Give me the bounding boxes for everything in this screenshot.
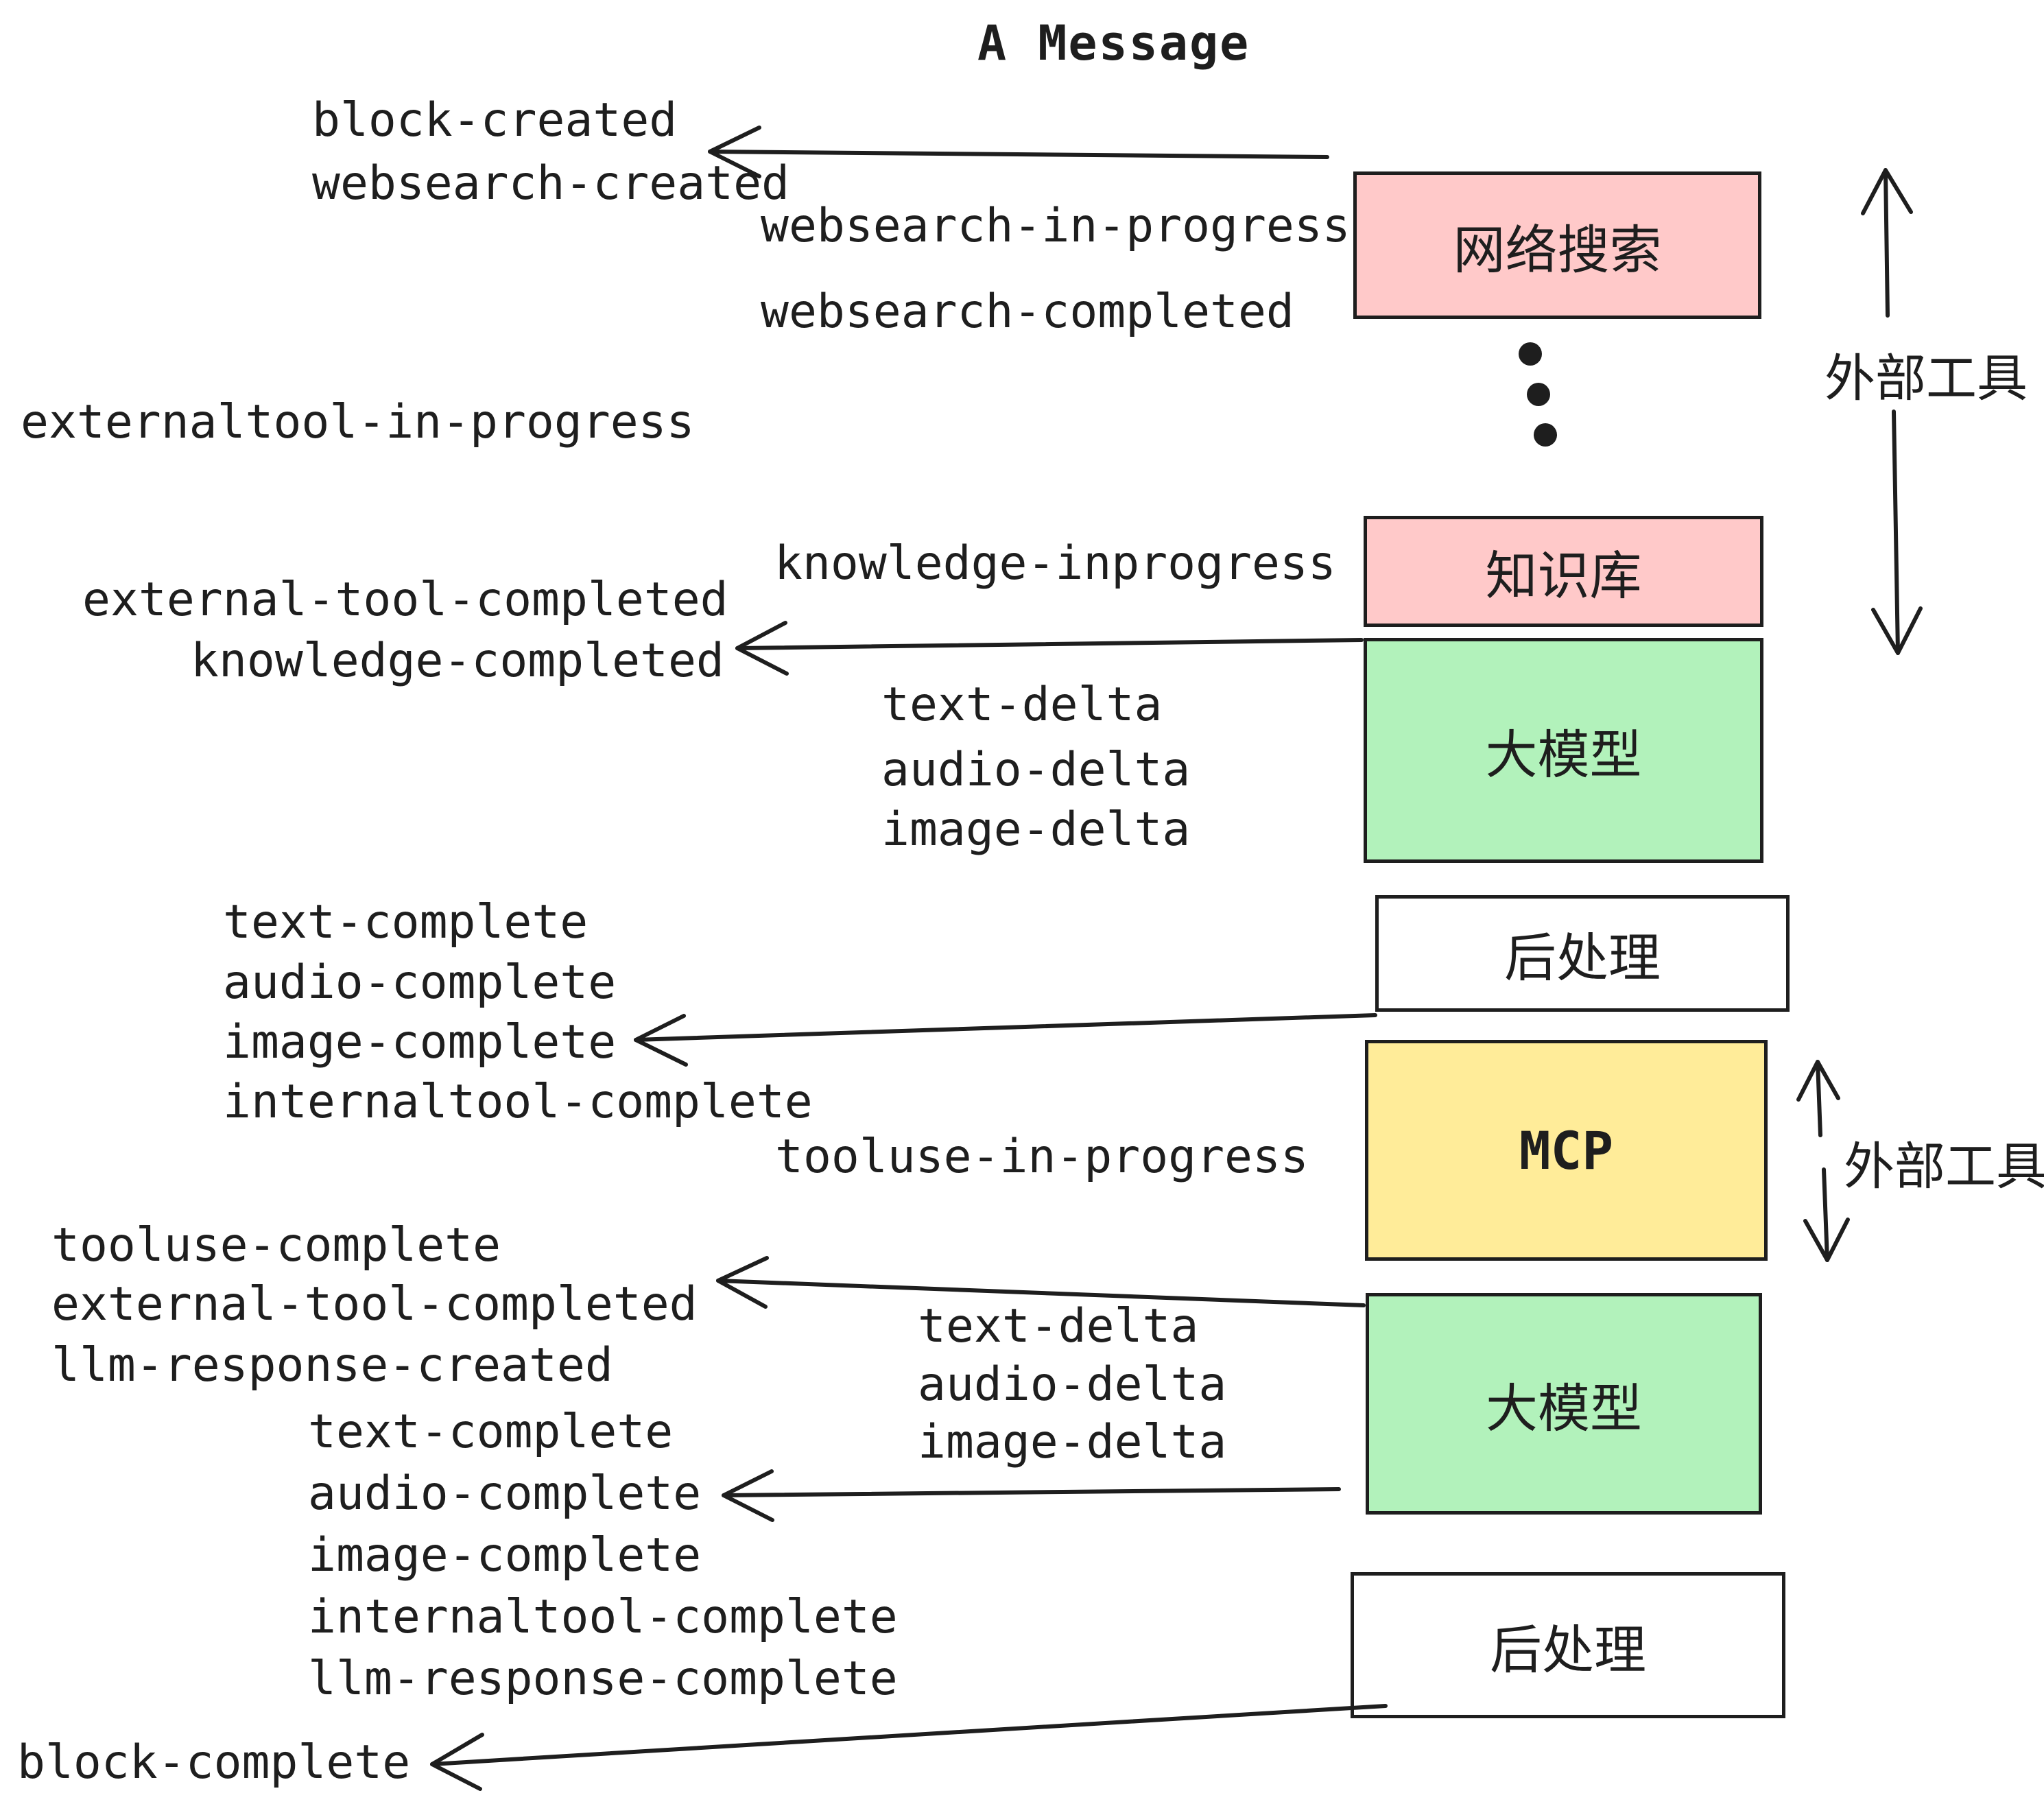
box-llm-1: 大模型 bbox=[1364, 638, 1763, 863]
event-external-tool-completed: external-tool-completed bbox=[82, 573, 728, 627]
event-audio-delta-2: audio-delta bbox=[918, 1357, 1227, 1412]
external-tools-annotation-1: 外部工具 bbox=[1825, 349, 2028, 408]
event-external-tool-completed-2: external-tool-completed bbox=[51, 1277, 698, 1331]
ellipsis-dots bbox=[1519, 342, 1557, 447]
box-llm-1-label: 大模型 bbox=[1485, 724, 1642, 785]
event-text-delta-2: text-delta bbox=[918, 1299, 1199, 1353]
box-mcp: MCP bbox=[1365, 1040, 1768, 1261]
external-tools-annotation-2: 外部工具 bbox=[1844, 1137, 2044, 1196]
event-internaltool-complete-2: internaltool-complete bbox=[308, 1590, 898, 1644]
event-block-complete: block-complete bbox=[17, 1735, 411, 1790]
box-knowledge-label: 知识库 bbox=[1485, 545, 1642, 606]
event-image-complete-2: image-complete bbox=[308, 1528, 702, 1582]
external-tools-down-arrow-1 bbox=[1871, 410, 1923, 655]
external-tools-down-arrow-2 bbox=[1803, 1167, 1850, 1262]
arrow-to-websearch-created bbox=[708, 126, 1329, 178]
arrow-to-block-complete bbox=[430, 1704, 1388, 1791]
event-websearch-in-progress: websearch-in-progress bbox=[761, 199, 1351, 253]
event-internaltool-complete-1: internaltool-complete bbox=[223, 1075, 813, 1129]
arrow-to-audio-complete-2 bbox=[722, 1469, 1341, 1522]
box-llm-2: 大模型 bbox=[1366, 1293, 1762, 1515]
event-knowledge-inprogress: knowledge-inprogress bbox=[774, 536, 1336, 591]
box-postprocess-2: 后处理 bbox=[1351, 1572, 1785, 1718]
external-tools-up-arrow-2 bbox=[1796, 1060, 1840, 1137]
box-postprocess-2-label: 后处理 bbox=[1490, 1619, 1646, 1681]
diagram-title: A Message bbox=[977, 15, 1250, 71]
event-llm-response-complete: llm-response-complete bbox=[308, 1652, 898, 1706]
box-knowledge: 知识库 bbox=[1364, 516, 1763, 627]
event-websearch-created: websearch-created bbox=[312, 156, 789, 211]
event-externaltool-in-progress: externaltool-in-progress bbox=[21, 395, 695, 449]
event-audio-complete-2: audio-complete bbox=[308, 1467, 702, 1521]
event-text-complete-1: text-complete bbox=[223, 895, 589, 949]
event-text-delta-1: text-delta bbox=[881, 678, 1163, 732]
event-audio-complete-1: audio-complete bbox=[223, 956, 617, 1010]
box-postprocess-1: 后处理 bbox=[1375, 895, 1790, 1012]
box-postprocess-1-label: 后处理 bbox=[1504, 927, 1661, 988]
arrow-to-image-complete-1 bbox=[634, 1013, 1377, 1067]
event-tooluse-complete: tooluse-complete bbox=[51, 1218, 501, 1272]
event-websearch-completed: websearch-completed bbox=[761, 285, 1294, 339]
box-llm-2-label: 大模型 bbox=[1486, 1377, 1642, 1439]
box-websearch: 网络搜索 bbox=[1353, 171, 1761, 319]
event-text-complete-2: text-complete bbox=[308, 1405, 674, 1459]
event-llm-response-created: llm-response-created bbox=[51, 1338, 613, 1392]
box-mcp-label: MCP bbox=[1519, 1119, 1614, 1181]
event-image-delta-2: image-delta bbox=[918, 1415, 1227, 1469]
event-block-created: block-created bbox=[312, 93, 678, 147]
external-tools-up-arrow-1 bbox=[1861, 168, 1913, 318]
event-audio-delta-1: audio-delta bbox=[881, 743, 1191, 797]
event-tooluse-in-progress: tooluse-in-progress bbox=[775, 1130, 1309, 1184]
arrow-to-knowledge-completed bbox=[735, 621, 1364, 676]
event-image-complete-1: image-complete bbox=[223, 1015, 617, 1069]
box-websearch-label: 网络搜索 bbox=[1453, 219, 1662, 281]
event-image-delta-1: image-delta bbox=[881, 803, 1191, 857]
event-knowledge-completed: knowledge-completed bbox=[191, 634, 724, 688]
